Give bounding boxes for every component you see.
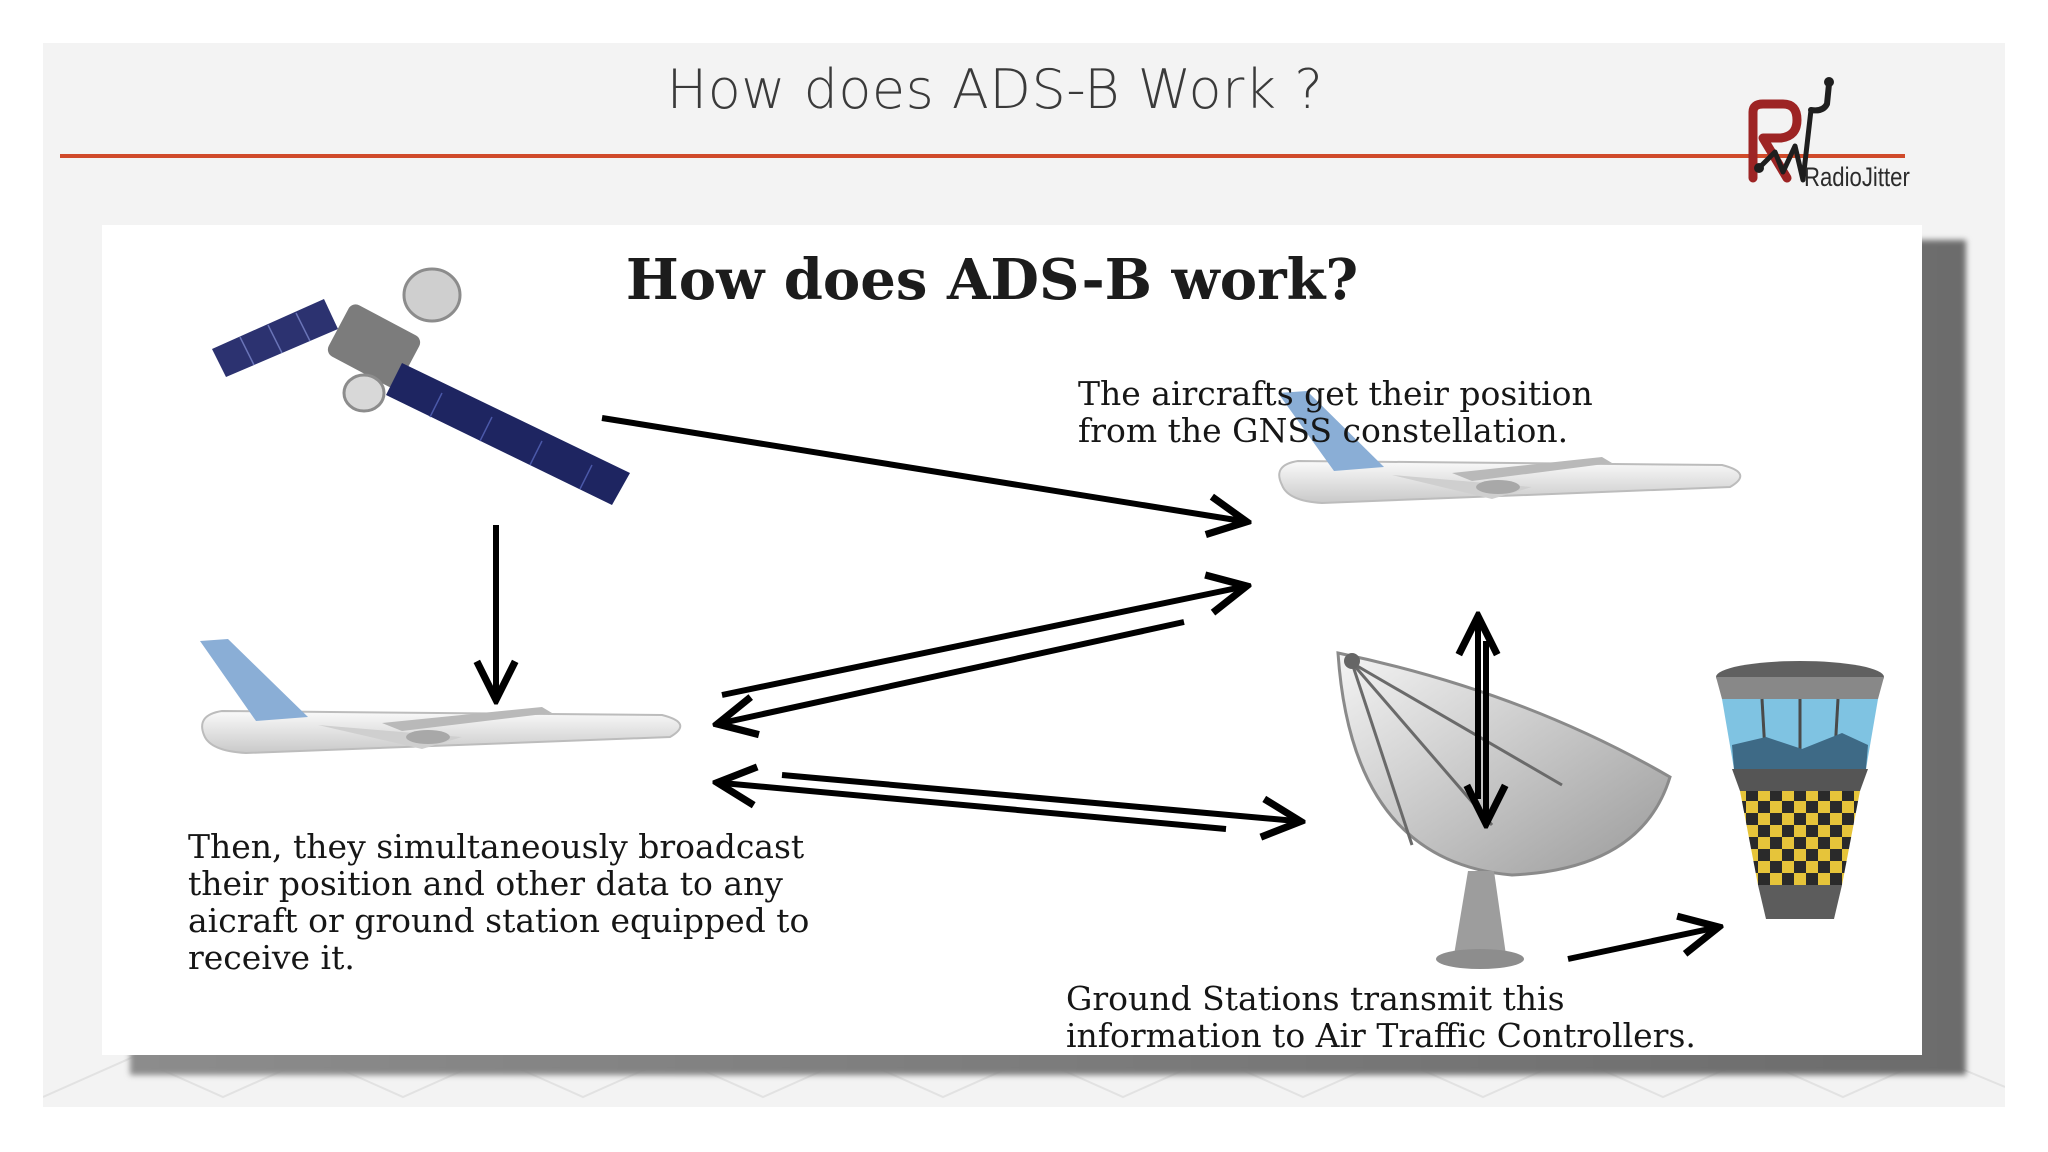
caption-line: The aircrafts get their position [1078,374,1593,413]
caption-line: from the GNSS constellation. [1078,411,1569,450]
diagram-artwork [200,267,1884,969]
caption-line: Ground Stations transmit this [1066,979,1565,1018]
caption-line: aicraft or ground station equipped to [188,901,810,940]
aircraft-icon [1278,391,1742,505]
title-divider [60,154,1905,158]
radiojitter-logo [1748,77,1834,183]
diagram-title: How does ADS-B work? [625,247,1359,313]
ads-b-diagram: How does ADS-B work? The aircrafts get t… [102,225,1922,1055]
caption-line: Then, they simultaneously broadcast [188,827,805,866]
control-tower-icon [1716,661,1884,919]
broadcast-caption: Then, they simultaneously broadcast thei… [188,828,809,976]
signal-arrows [496,415,1714,962]
gnss-caption: The aircrafts get their position from th… [1078,375,1593,449]
slide-title: How does ADS-B Work ? [666,58,1324,121]
caption-line: their position and other data to any [188,864,783,903]
caption-line: information to Air Traffic Controllers. [1066,1016,1696,1055]
satellite-icon [212,267,630,505]
ground-antenna-icon [1336,651,1672,969]
caption-line: receive it. [188,938,355,977]
aircraft-icon [200,639,682,755]
logo-text: RadioJitter [1804,162,1910,192]
ground-caption: Ground Stations transmit this informatio… [1066,980,1696,1054]
